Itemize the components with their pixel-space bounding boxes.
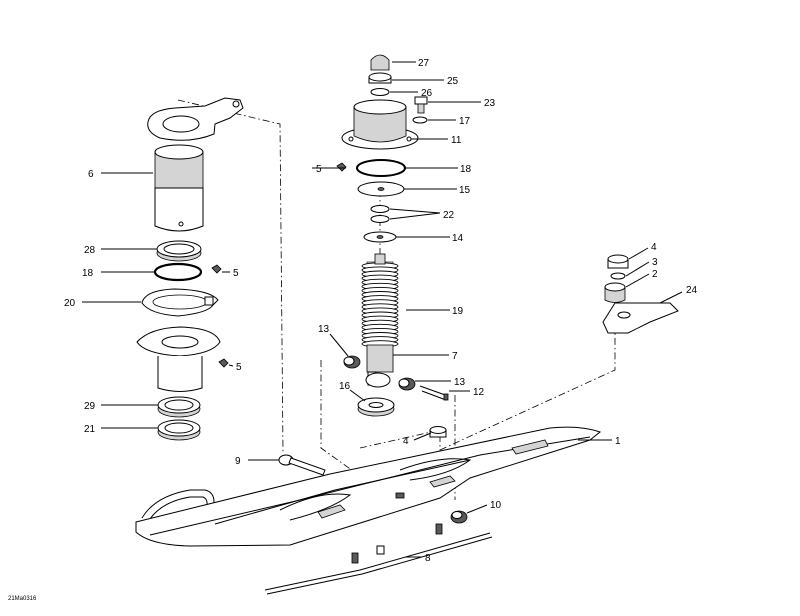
grease-fitting-icon	[336, 162, 347, 172]
callout-12: 12	[473, 387, 485, 398]
shock-body-7	[365, 344, 394, 388]
nut-25	[368, 72, 392, 84]
callout-5-center: 5	[316, 164, 322, 175]
shock-sleeve-6	[154, 144, 204, 232]
callout-24: 24	[686, 285, 698, 296]
callout-27: 27	[418, 58, 430, 69]
callout-5-left-bottom: 5	[236, 362, 242, 373]
cap-27	[370, 54, 390, 71]
nut-4-top	[607, 254, 629, 269]
o-ring-18-left	[153, 262, 203, 282]
leader-lines	[82, 61, 683, 558]
callout-18-center: 18	[460, 164, 472, 175]
callout-1: 1	[615, 436, 621, 447]
washers-22	[370, 205, 390, 223]
center-stack	[336, 54, 449, 417]
callout-19: 19	[452, 306, 464, 317]
drawing-code: 21Ma0316	[8, 596, 37, 602]
bracket-24	[602, 302, 679, 334]
runner-8	[264, 523, 493, 595]
washer-15	[357, 181, 405, 197]
bearing-ring-21	[157, 419, 201, 441]
washer-14	[363, 231, 397, 243]
callout-14: 14	[452, 233, 464, 244]
bearing-ring-28	[156, 240, 202, 262]
callout-21: 21	[84, 424, 96, 435]
upper-mount-11	[341, 99, 419, 150]
callout-7: 7	[452, 351, 458, 362]
ski-1	[135, 426, 602, 547]
callout-13-left: 13	[318, 324, 330, 335]
callout-3: 3	[652, 257, 658, 268]
spacer-2	[604, 282, 626, 303]
washer-26	[370, 88, 390, 96]
callout-labels: 27 25 26 23 17 11 5 18 15 22 14 19 7 13 …	[64, 58, 698, 564]
callout-11: 11	[451, 135, 462, 146]
callout-13-right: 13	[454, 377, 466, 388]
callout-16: 16	[339, 381, 351, 392]
bushing-13-right	[398, 377, 416, 391]
callout-25: 25	[447, 76, 459, 87]
shock-rod-tip	[374, 253, 386, 265]
nut-4-ski	[429, 426, 447, 438]
callout-28: 28	[84, 245, 96, 256]
bearing-ring-29	[157, 396, 201, 418]
lower-housing	[136, 326, 221, 392]
callout-20: 20	[64, 298, 76, 309]
washer-3	[610, 272, 626, 280]
callout-29: 29	[84, 401, 96, 412]
callout-10: 10	[490, 500, 502, 511]
callout-9: 9	[235, 456, 241, 467]
callout-23: 23	[484, 98, 496, 109]
bolt-12	[419, 385, 449, 401]
o-ring-18-center	[356, 159, 406, 177]
callout-2: 2	[652, 269, 658, 280]
grease-fitting-icon	[211, 264, 222, 274]
callout-5-left-top: 5	[233, 268, 239, 279]
spring-19	[361, 261, 399, 348]
callout-8: 8	[425, 553, 431, 564]
callout-22: 22	[443, 210, 455, 221]
callout-6: 6	[88, 169, 94, 180]
callout-15: 15	[459, 185, 471, 196]
left-stack	[136, 97, 244, 441]
callout-18-left: 18	[82, 268, 94, 279]
washer-17	[412, 116, 428, 124]
retaining-ring-20	[141, 288, 219, 317]
callout-26: 26	[421, 88, 433, 99]
upper-mount-bracket	[147, 97, 244, 141]
right-bracket-assembly	[602, 254, 679, 334]
grease-fitting-icon	[218, 358, 229, 368]
washer-16	[357, 397, 395, 417]
callout-4-ski: 4	[403, 436, 409, 447]
bolt-23	[414, 96, 428, 114]
callout-17: 17	[459, 116, 471, 127]
nut-10	[450, 510, 468, 524]
bolt-9	[278, 454, 326, 476]
callout-4-bracket: 4	[651, 242, 657, 253]
bushing-13-left	[343, 355, 361, 369]
